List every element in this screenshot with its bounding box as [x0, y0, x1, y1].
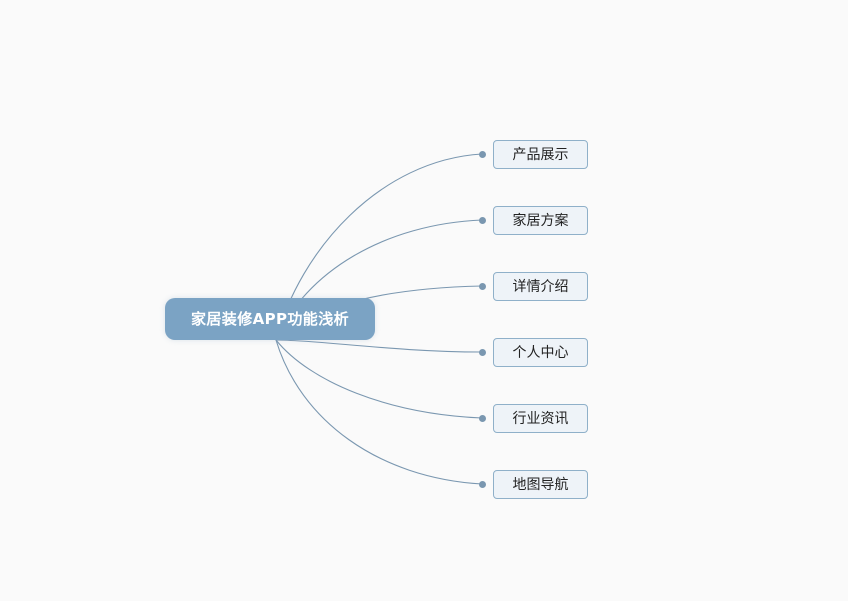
root-node[interactable]: 家居装修APP功能浅析 [165, 298, 375, 340]
branch-node-label: 个人中心 [512, 344, 569, 361]
branch-node-label: 详情介绍 [512, 278, 569, 295]
branch-node-label: 产品展示 [512, 146, 569, 163]
connector-dot-5 [479, 415, 486, 422]
connector-dot-2 [479, 217, 486, 224]
branch-node-product-display[interactable]: 产品展示 [493, 140, 588, 169]
branch-node-industry-news[interactable]: 行业资讯 [493, 404, 588, 433]
branch-node-label: 地图导航 [512, 476, 569, 493]
connector-dot-6 [479, 481, 486, 488]
connector-curve-5 [275, 339, 483, 419]
connector-dot-1 [479, 151, 486, 158]
branch-node-personal-center[interactable]: 个人中心 [493, 338, 588, 367]
branch-node-detail-intro[interactable]: 详情介绍 [493, 272, 588, 301]
connector-dot-3 [479, 283, 486, 290]
branch-node-home-solution[interactable]: 家居方案 [493, 206, 588, 235]
branch-node-label: 行业资讯 [512, 410, 569, 427]
connector-dot-4 [479, 349, 486, 356]
connector-curve-6 [275, 339, 483, 485]
connector-curve-4 [275, 339, 483, 353]
root-node-label: 家居装修APP功能浅析 [191, 309, 349, 328]
branch-node-label: 家居方案 [512, 212, 569, 229]
branch-node-map-navigation[interactable]: 地图导航 [493, 470, 588, 499]
